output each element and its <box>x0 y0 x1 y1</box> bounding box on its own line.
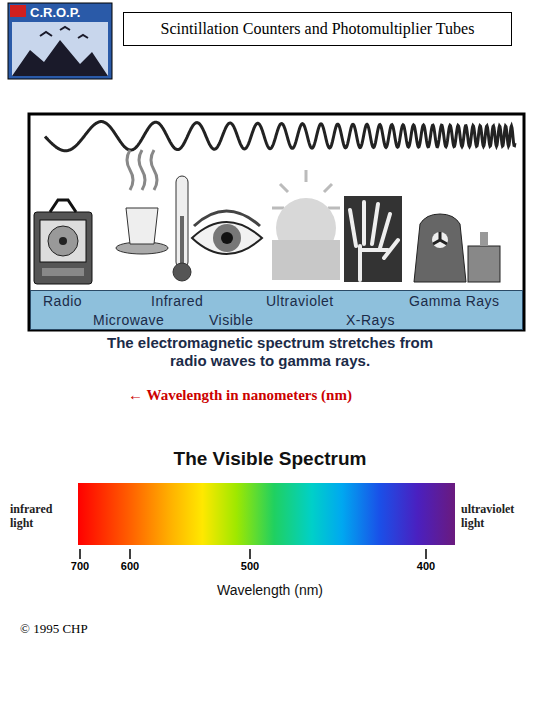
logo-text: C.R.O.P. <box>30 5 80 20</box>
thermometer-icon <box>180 216 184 268</box>
visible-spectrum-bar <box>78 483 455 545</box>
thermometer-icon <box>173 176 191 281</box>
nuclear-plant-icon <box>433 232 447 244</box>
spectrum-frame <box>29 114 524 330</box>
xray-hand-icon <box>350 202 398 280</box>
thermometer-icon <box>173 263 191 281</box>
radio-icon <box>50 200 76 212</box>
band-label: Radio <box>43 293 82 309</box>
radio-icon <box>34 212 92 284</box>
section-heading: The Visible Spectrum <box>160 448 380 470</box>
visible-ticks <box>79 549 81 559</box>
microwave-cup-icon <box>127 150 157 190</box>
side-label: ultraviolet light <box>461 502 531 530</box>
caption: The electromagnetic spectrum stretches f… <box>90 334 450 370</box>
tick-value: 700 <box>65 560 95 572</box>
eye-icon <box>192 211 262 254</box>
nuclear-plant-icon <box>432 232 448 248</box>
radio-icon <box>59 237 67 245</box>
axis-note: ← Wavelength in nanometers (nm) <box>128 387 352 404</box>
eye-icon <box>221 232 233 244</box>
logo <box>12 22 108 76</box>
band-label: Gamma Rays <box>409 293 500 309</box>
eye-icon <box>194 211 260 226</box>
thermometer-icon <box>176 176 188 268</box>
nuclear-plant-icon <box>414 214 500 282</box>
radio-icon <box>48 226 78 256</box>
visible-ticks <box>129 549 131 559</box>
tick-value: 500 <box>235 560 265 572</box>
xray-hand-icon <box>344 196 402 282</box>
sun-icon <box>272 170 340 280</box>
side-label: infrared light <box>10 502 72 530</box>
logo <box>8 3 112 79</box>
band-label: Infrared <box>151 293 203 309</box>
logo <box>12 40 108 76</box>
spectrum-frame <box>45 122 515 151</box>
xray-hand-icon <box>344 196 402 282</box>
title-box: Scintillation Counters and Photomultipli… <box>123 12 512 46</box>
tick-value: 400 <box>411 560 441 572</box>
visible-ticks <box>249 549 251 559</box>
band-label: Visible <box>209 312 254 328</box>
microwave-cup-icon <box>116 150 168 254</box>
band-label: X-Rays <box>346 312 395 328</box>
nuclear-plant-icon <box>468 246 500 282</box>
sun-icon <box>272 240 340 280</box>
nuclear-plant-icon <box>414 214 466 282</box>
radio-icon <box>42 268 84 276</box>
tick-value: 600 <box>115 560 145 572</box>
band-label: Microwave <box>93 312 164 328</box>
visible-ticks <box>80 549 426 559</box>
logo <box>10 5 26 17</box>
spectrum-band: Radio Infrared Ultraviolet Gamma RaysMicrow… <box>30 290 523 330</box>
logo <box>8 3 112 79</box>
eye-icon <box>213 224 241 252</box>
radio-icon <box>40 220 86 262</box>
radio-icon <box>34 200 92 284</box>
spectrum-frame <box>29 114 524 330</box>
copyright-note: © 1995 CHP <box>20 621 88 637</box>
logo <box>40 27 88 38</box>
eye-icon <box>192 222 262 254</box>
nuclear-plant-icon <box>480 232 488 246</box>
visible-ticks <box>425 549 427 559</box>
axis-title: Wavelength (nm) <box>190 582 350 598</box>
microwave-cup-icon <box>126 208 158 244</box>
band-label: Ultraviolet <box>266 293 334 309</box>
